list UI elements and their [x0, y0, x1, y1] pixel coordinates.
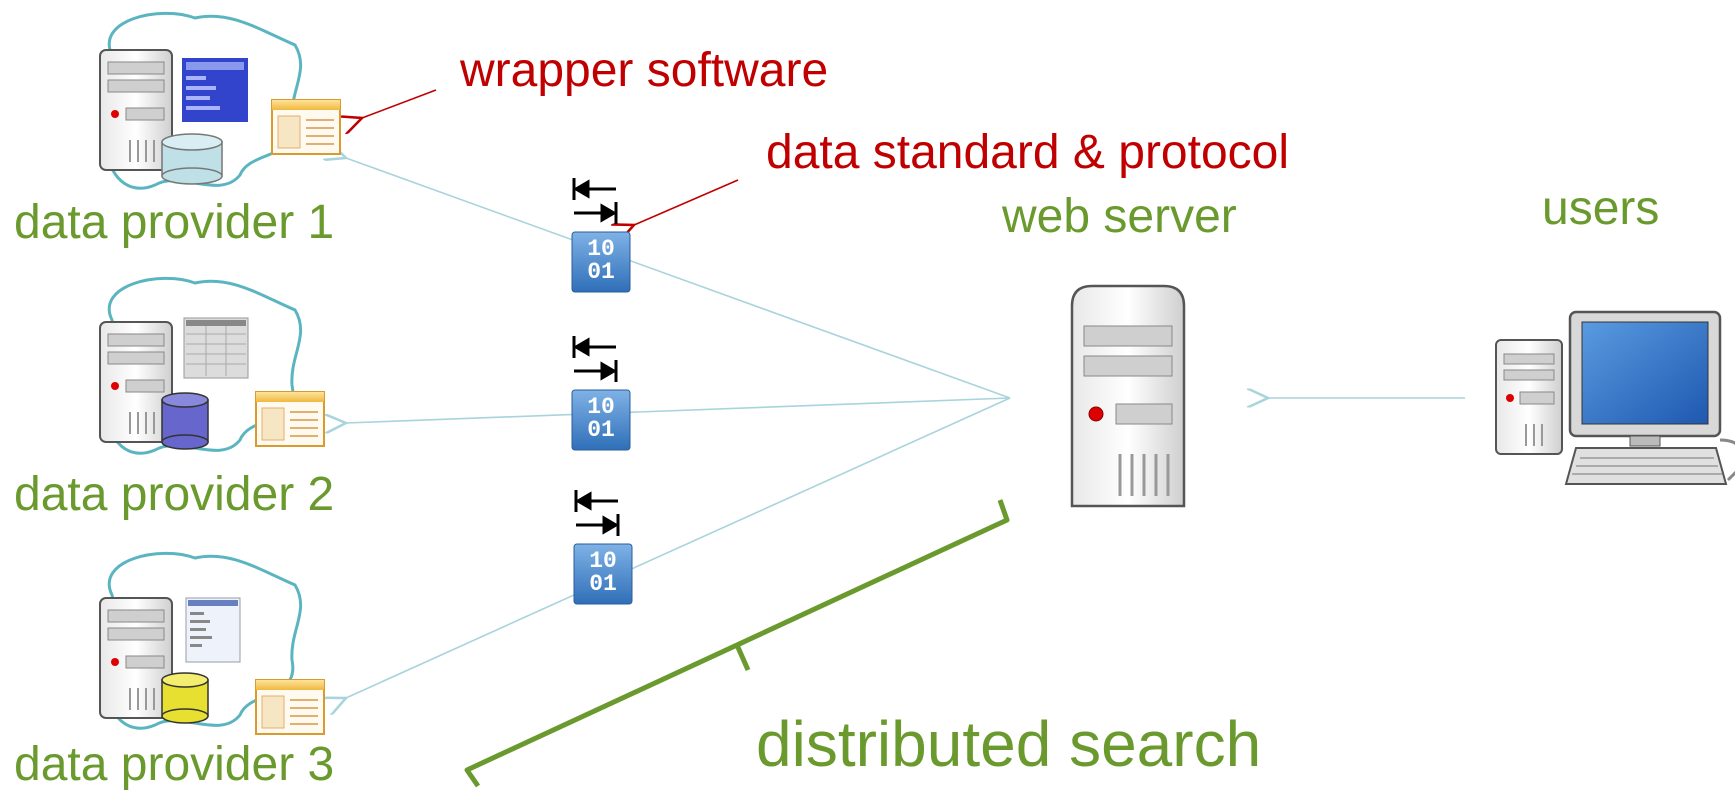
window-icon	[255, 679, 325, 735]
arrow-to-provider-2	[346, 397, 1011, 423]
binary-icon	[573, 543, 633, 605]
standard-pointer-arrow	[634, 179, 739, 225]
wrapper-pointer-arrow	[362, 89, 437, 118]
database-icon	[161, 392, 209, 450]
server-icon	[99, 597, 173, 719]
desktop-computer-icon	[1495, 310, 1735, 485]
arrow-to-provider-3	[346, 397, 1011, 698]
binary-row-1: 10	[587, 394, 615, 420]
users-label: users	[1542, 182, 1660, 235]
binary-icon	[571, 231, 631, 293]
screenshot-thumbnail	[182, 58, 248, 122]
binary-icon-1-text: 10 01	[572, 238, 630, 284]
keyboard-icon	[1564, 447, 1728, 485]
database-icon	[161, 133, 223, 185]
database-icon	[161, 672, 209, 724]
protocol-arrows-icon	[574, 490, 620, 536]
binary-icon-2-text: 10 01	[572, 396, 630, 442]
window-icon	[271, 99, 341, 155]
binary-row-2: 01	[587, 259, 615, 285]
window-icon	[255, 391, 325, 447]
web-server-label: web server	[1002, 190, 1237, 243]
tower-icon	[1495, 339, 1563, 455]
distributed-search-label: distributed search	[756, 708, 1262, 780]
binary-row-2: 01	[587, 417, 615, 443]
provider-2-group	[99, 276, 325, 455]
provider-3-label: data provider 3	[14, 738, 335, 791]
mouse-cable	[1719, 438, 1735, 482]
provider-3-group	[99, 551, 325, 735]
protocol-arrows-icon	[572, 336, 618, 382]
binary-row-1: 10	[589, 548, 617, 574]
screenshot-thumbnail	[185, 597, 241, 663]
binary-row-1: 10	[587, 236, 615, 262]
server-icon	[99, 321, 173, 443]
server-icon	[99, 49, 173, 171]
provider-2-label: data provider 2	[14, 468, 335, 521]
protocol-icon-3	[573, 490, 633, 605]
web-server-icon	[1070, 284, 1186, 508]
provider-1-group	[99, 11, 341, 190]
binary-icon-3-text: 10 01	[574, 550, 632, 596]
provider-1-label: data provider 1	[14, 196, 335, 249]
wrapper-software-label: wrapper software	[460, 44, 829, 97]
binary-row-2: 01	[589, 571, 617, 597]
protocol-arrows-icon	[572, 178, 618, 224]
screenshot-thumbnail	[183, 317, 249, 379]
protocol-icon-2	[571, 336, 631, 451]
monitor-icon	[1568, 310, 1722, 447]
protocol-icon-1	[571, 178, 631, 293]
bracket-tick	[734, 643, 751, 672]
binary-icon	[571, 389, 631, 451]
connection-lines	[346, 158, 1465, 698]
data-standard-label: data standard & protocol	[766, 126, 1290, 179]
arrow-to-provider-1	[346, 158, 1011, 399]
